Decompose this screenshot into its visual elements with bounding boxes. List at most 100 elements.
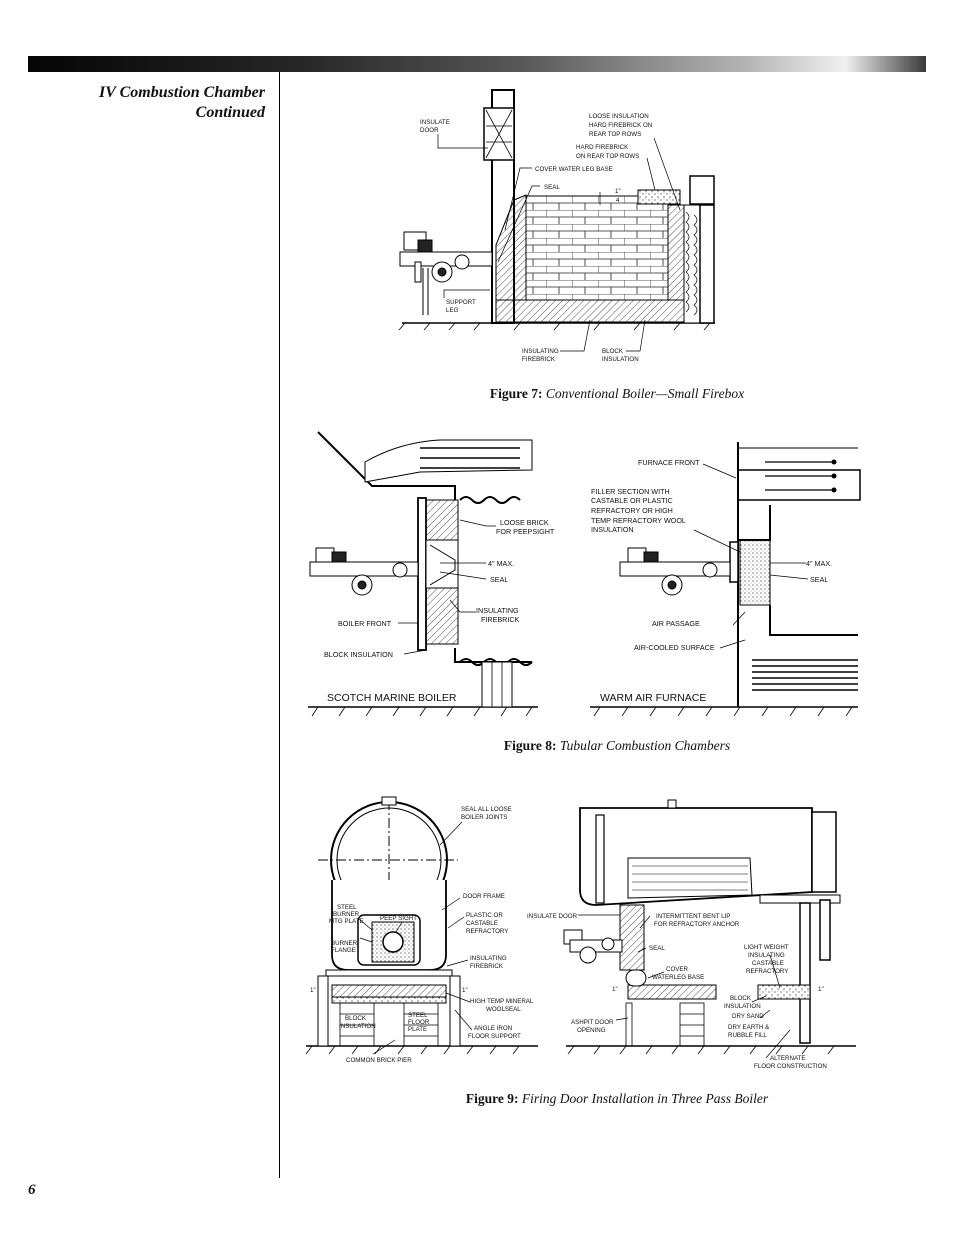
- figure-8-caption: Figure 8: Tubular Combustion Chambers: [280, 738, 954, 754]
- scotch-loose-brick-2: FOR PEEPSIGHT: [496, 527, 555, 536]
- scotch-burner-icon: [309, 547, 419, 596]
- furnace-filler-3: REFRACTORY OR HIGH: [591, 506, 673, 515]
- f9-seal-all-1: SEAL ALL LOOSE: [461, 806, 512, 813]
- f9-block-ins-2: INSULATION: [339, 1023, 376, 1030]
- figure-7-drawing: INSULATE DOOR LOOSE INSULATION HARD FIRE…: [280, 82, 954, 372]
- f9-plastic-1: PLASTIC OR: [466, 912, 503, 919]
- f9-dry-sand: DRY SAND: [732, 1013, 764, 1020]
- f9-alternate-2: FLOOR CONSTRUCTION: [754, 1063, 827, 1070]
- scotch-loose-brick-1: LOOSE BRICK: [500, 518, 549, 527]
- f9-steel-burner-1: STEEL: [337, 904, 357, 911]
- callout-loose-insulation-2: HARD FIREBRICK ON: [589, 122, 652, 129]
- scotch-marine-panel: LOOSE BRICK FOR PEEPSIGHT 4" MAX. SEAL I…: [308, 431, 555, 717]
- f9-steel-burner-2: BURNER: [333, 911, 360, 918]
- f9-light-weight-3: CASTABLE: [752, 960, 784, 967]
- callout-loose-insulation-1: LOOSE INSULATION: [589, 113, 649, 120]
- figure-7-svg: INSULATE DOOR LOOSE INSULATION HARD FIRE…: [398, 89, 715, 363]
- three-pass-side-view: INSULATE DOOR INTERMITTENT BENT LIP FOR …: [527, 799, 856, 1070]
- f9-one-inch-b: 1": [462, 987, 468, 994]
- figure-9-drawing: SEAL ALL LOOSE BOILER JOINTS DOOR FRAME …: [280, 790, 954, 1080]
- callout-support-leg-1: SUPPORT: [446, 299, 476, 306]
- furnace-max: 4" MAX.: [806, 559, 832, 568]
- scotch-title: SCOTCH MARINE BOILER: [327, 692, 457, 704]
- f9-insulating-2: FIREBRICK: [470, 963, 504, 970]
- callout-block-insulation-2: INSULATION: [602, 356, 639, 363]
- f9-steel-floor-1: STEEL: [408, 1012, 428, 1019]
- f9-ashpit-1: ASHPIT DOOR: [571, 1019, 614, 1026]
- f9-insulate-door: INSULATE DOOR: [527, 913, 578, 920]
- callout-cover-water-leg: COVER WATER LEG BASE: [535, 166, 613, 173]
- callout-quarter-den: 4: [616, 197, 620, 204]
- f9-block-ins-r2: INSULATION: [724, 1003, 761, 1010]
- callout-hard-firebrick-2: ON REAR TOP ROWS: [576, 153, 639, 160]
- callout-quarter-num: 1": [615, 188, 621, 195]
- f9-angle-iron-1: ANGLE IRON: [474, 1025, 512, 1032]
- callout-insulate-door-2: DOOR: [420, 127, 439, 134]
- furnace-filler-1: FILLER SECTION WITH: [591, 487, 670, 496]
- furnace-title: WARM AIR FURNACE: [600, 692, 706, 704]
- f9-cover-1: COVER: [666, 966, 689, 973]
- f9-plastic-2: CASTABLE: [466, 920, 498, 927]
- f9-one-inch-r-b: 1": [818, 986, 824, 993]
- callout-loose-insulation-3: REAR TOP ROWS: [589, 131, 641, 138]
- scotch-max: 4" MAX.: [488, 559, 514, 568]
- section-title-line2: Continued: [195, 104, 265, 121]
- f9-insulating-1: INSULATING: [470, 955, 507, 962]
- figure-9-svg: SEAL ALL LOOSE BOILER JOINTS DOOR FRAME …: [305, 796, 856, 1070]
- furnace-seal: SEAL: [810, 575, 828, 584]
- figure-9-label: Figure 9:: [465, 1091, 519, 1106]
- figure-8-label: Figure 8:: [503, 738, 557, 753]
- f9-alternate-1: ALTERNATE: [770, 1055, 806, 1062]
- f9-ashpit-2: OPENING: [577, 1027, 606, 1034]
- figure-8-caption-text: Tubular Combustion Chambers: [559, 738, 731, 753]
- f9-burner-flange-1: BURNER: [331, 940, 358, 947]
- f9-block-ins-1: BLOCK: [345, 1015, 367, 1022]
- header-gradient-bar: [28, 56, 926, 72]
- f9-one-inch-a: 1": [310, 987, 316, 994]
- f9-one-inch-r-a: 1": [612, 986, 618, 993]
- figure-8-drawing: LOOSE BRICK FOR PEEPSIGHT 4" MAX. SEAL I…: [280, 425, 954, 725]
- f9-intermittent-1: INTERMITTENT BENT LIP: [656, 913, 730, 920]
- three-pass-front-view: SEAL ALL LOOSE BOILER JOINTS DOOR FRAME …: [305, 796, 538, 1064]
- f9-steel-burner-3: MTG PLATE: [329, 918, 364, 925]
- f9-light-weight-1: LIGHT WEIGHT: [744, 944, 789, 951]
- f9-seal-all-2: BOILER JOINTS: [461, 814, 507, 821]
- f9-block-ins-r1: BLOCK: [730, 995, 752, 1002]
- furnace-air-passage: AIR PASSAGE: [652, 619, 700, 628]
- column-divider: [279, 72, 280, 1178]
- f9-burner-flange-2: FLANGE: [331, 947, 356, 954]
- callout-seal: SEAL: [544, 184, 560, 191]
- figure-8-svg: LOOSE BRICK FOR PEEPSIGHT 4" MAX. SEAL I…: [308, 431, 861, 717]
- f9-cover-2: WATERLEG BASE: [652, 974, 704, 981]
- f9-high-temp-1: HIGH TEMP MINERAL: [470, 998, 534, 1005]
- f9-door-frame: DOOR FRAME: [463, 893, 505, 900]
- callout-insulating-firebrick-2: FIREBRICK: [522, 356, 556, 363]
- f9-light-weight-4: REFRACTORY: [746, 968, 788, 975]
- callout-insulate-door-1: INSULATE: [420, 119, 450, 126]
- f9-angle-iron-2: FLOOR SUPPORT: [468, 1033, 521, 1040]
- f9-high-temp-2: WOOLSEAL: [486, 1006, 521, 1013]
- scotch-seal: SEAL: [490, 575, 508, 584]
- f9-dry-earth-1: DRY EARTH &: [728, 1024, 770, 1031]
- scotch-boiler-front: BOILER FRONT: [338, 619, 392, 628]
- f9-intermittent-2: FOR REFRACTORY ANCHOR: [654, 921, 740, 928]
- scotch-insulating-1: INSULATING: [476, 606, 519, 615]
- furnace-air-cooled: AIR-COOLED SURFACE: [634, 643, 715, 652]
- figure-9-caption: Figure 9: Firing Door Installation in Th…: [280, 1091, 954, 1107]
- callout-insulating-firebrick-1: INSULATING: [522, 348, 559, 355]
- f9-peep-sight: PEEP SIGHT: [380, 915, 417, 922]
- scotch-block-insulation: BLOCK INSULATION: [324, 650, 393, 659]
- figure-7-caption: Figure 7: Conventional Boiler—Small Fire…: [280, 386, 954, 402]
- furnace-burner-icon: [619, 547, 731, 596]
- scotch-insulating-2: FIREBRICK: [481, 615, 520, 624]
- figure-9-caption-text: Firing Door Installation in Three Pass B…: [521, 1091, 769, 1106]
- figure-7-caption-text: Conventional Boiler—Small Firebox: [545, 386, 745, 401]
- f9-dry-earth-2: RUBBLE FILL: [728, 1032, 767, 1039]
- f9-steel-floor-2: FLOOR: [408, 1019, 430, 1026]
- furnace-front: FURNACE FRONT: [638, 458, 700, 467]
- callout-support-leg-2: LEG: [446, 307, 459, 314]
- warm-air-panel: FURNACE FRONT FILLER SECTION WITH CASTAB…: [590, 442, 861, 717]
- callout-hard-firebrick-1: HARD FIREBRICK: [576, 144, 629, 151]
- f9-steel-floor-3: PLATE: [408, 1026, 427, 1033]
- callout-block-insulation-1: BLOCK: [602, 348, 624, 355]
